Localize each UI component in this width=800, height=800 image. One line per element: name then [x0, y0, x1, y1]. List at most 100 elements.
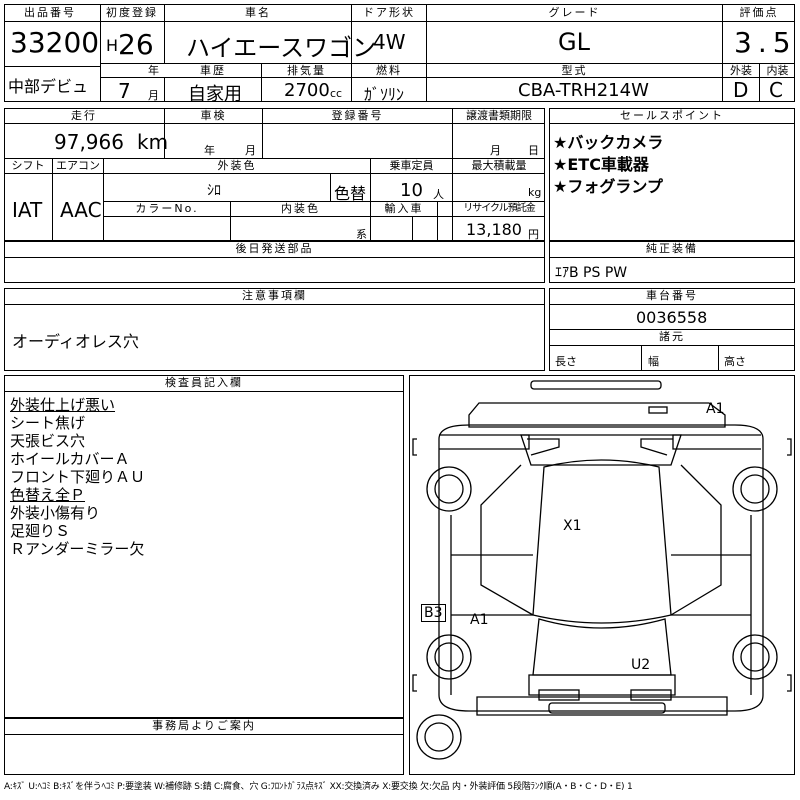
note-line: フロント下廻りＡＵ: [10, 468, 146, 486]
max-load-unit: kg: [528, 186, 542, 199]
displacement-label: 排気量: [287, 64, 326, 77]
recycle-unit: 円: [528, 228, 539, 241]
color-no-label: カラーNo.: [135, 202, 199, 215]
fuel-label: 燃料: [376, 64, 402, 77]
caution-section: [4, 288, 545, 371]
model-label: 型式: [561, 64, 588, 77]
shift: IAT: [12, 198, 43, 222]
note-line: 外装仕上げ悪い: [10, 396, 116, 414]
office-section: [4, 718, 404, 775]
displacement-unit: cc: [330, 87, 343, 100]
interior-color-unit: 系: [356, 228, 367, 241]
sales-points-label: セールスポイント: [620, 109, 724, 122]
genuine-label: 純正装備: [646, 242, 698, 255]
reg-month: 7: [118, 79, 131, 103]
shift-label: シフト: [11, 159, 45, 172]
dims-label: 諸元: [659, 330, 685, 343]
mileage: 97,966: [54, 130, 124, 154]
color: ｼﾛ: [207, 183, 221, 199]
door-type: 4W: [373, 30, 406, 54]
transfer-month-unit: 月: [490, 144, 501, 157]
debut-label: 中部デビュ: [8, 77, 89, 96]
chassis-number: 0036558: [636, 308, 708, 327]
inspection-label: 車検: [200, 109, 227, 122]
caution-label: 注意事項欄: [242, 289, 307, 302]
later-parts-label: 後日発送部品: [235, 242, 314, 255]
genuine-section: [549, 241, 795, 283]
genuine-equipment: ｴｱB PS PW: [555, 265, 628, 281]
fuel: ｶﾞｿﾘﾝ: [364, 85, 405, 104]
interior-label: 内装: [766, 64, 789, 77]
color-label: 外装色: [217, 159, 257, 172]
inspector-section: [4, 375, 404, 718]
mileage-label: 走行: [71, 109, 97, 122]
capacity-unit: 人: [433, 188, 444, 201]
grade: GL: [558, 28, 590, 56]
first-reg-label: 初度登録: [106, 6, 158, 19]
ac-label: エアコン: [56, 159, 100, 172]
chassis-label: 車台番号: [646, 289, 698, 302]
sales-point-item: ★フォグランプ: [553, 177, 663, 196]
grade-label: グレード: [548, 6, 601, 19]
sales-points-section: [549, 108, 795, 241]
displacement: 2700: [284, 80, 330, 101]
era: H: [106, 36, 119, 55]
ac: AAC: [60, 198, 102, 222]
history-label: 車歴: [200, 64, 226, 77]
note-line: 天張ビス穴: [10, 432, 86, 450]
caution-text: オーディオレス穴: [12, 332, 139, 351]
note-line: Ｒアンダーミラー欠: [10, 540, 145, 558]
damage-mark: B3: [421, 604, 446, 622]
inspection-year-unit: 年: [204, 144, 215, 157]
import-label: 輸入車: [384, 202, 424, 215]
reg-number-label: 登録番号: [331, 109, 384, 122]
score: 3.5: [734, 26, 797, 59]
damage-mark: A1: [470, 612, 489, 628]
sales-point-item: ★バックカメラ: [553, 133, 664, 152]
max-load-label: 最大積載量: [471, 159, 527, 172]
note-line: シート焦げ: [10, 414, 86, 432]
damage-mark: U2: [631, 657, 651, 673]
note-line: 外装小傷有り: [10, 504, 101, 522]
score-label: 評価点: [739, 6, 779, 19]
damage-mark: A1: [706, 401, 725, 417]
interior-grade: C: [769, 78, 783, 102]
capacity: 10: [400, 180, 423, 201]
mileage-unit: km: [137, 130, 169, 154]
car-name-label: 車名: [245, 6, 271, 19]
model: CBA-TRH214W: [518, 80, 649, 101]
recycle-label: リサイクル預託金: [463, 203, 536, 214]
note-line: 色替え全Ｐ: [10, 486, 86, 504]
legend-text: A:ｷｽﾞ U:ﾍｺﾐ B:ｷｽﾞを伴うﾍｺﾐ P:要塗装 W:補修跡 S:錆 …: [4, 782, 633, 792]
exterior-grade: D: [733, 78, 749, 102]
width-label: 幅: [648, 355, 659, 368]
damage-diagram-section: [409, 375, 795, 775]
office-label: 事務局よりご案内: [152, 719, 256, 732]
month-unit: 月: [148, 89, 159, 102]
repaint-mark: 色替: [334, 184, 367, 203]
inspector-label: 検査員記入欄: [165, 376, 243, 389]
inspection-month-unit: 月: [245, 144, 256, 157]
transfer-day-unit: 日: [528, 144, 539, 157]
history: 自家用: [188, 84, 242, 105]
exterior-label: 外装: [730, 64, 752, 77]
specs-section: [4, 108, 545, 241]
year-unit: 年: [148, 64, 159, 77]
damage-mark: X1: [563, 518, 582, 534]
reg-year: 26: [118, 28, 154, 61]
sales-point-item: ★ETC車載器: [553, 155, 649, 174]
car-name: ハイエースワゴン: [186, 34, 377, 62]
note-line: ホイールカバーＡ: [10, 450, 130, 468]
inspector-notes: 外装仕上げ悪い シート焦げ 天張ビス穴 ホイールカバーＡ フロント下廻りＡＵ 色…: [10, 396, 145, 558]
transfer-label: 譲渡書類期限: [466, 109, 532, 122]
recycle-amount: 13,180: [466, 220, 522, 239]
height-label: 高さ: [724, 355, 746, 368]
lot-number: 33200: [10, 26, 100, 59]
header-section: [4, 4, 795, 102]
capacity-label: 乗車定員: [389, 159, 434, 172]
lot-label: 出品番号: [24, 6, 76, 19]
vehicle-diagram: [412, 380, 792, 760]
note-line: 足廻りＳ: [10, 522, 71, 540]
later-parts-section: [4, 241, 545, 283]
door-label: ドア形状: [363, 6, 415, 19]
